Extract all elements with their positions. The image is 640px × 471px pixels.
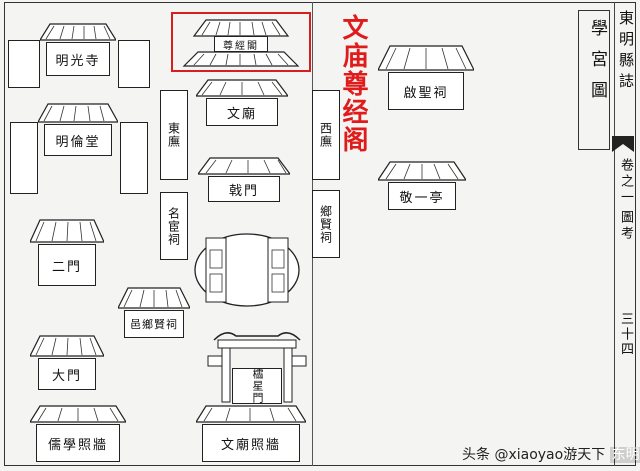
plaque-wenmiao-zhaobi: 文廟照牆 (202, 424, 300, 462)
map-title: 學宮圖 (587, 19, 607, 112)
plaque-lingxing: 櫺星門 (232, 368, 282, 404)
plaque-minglun: 明倫堂 (44, 124, 112, 156)
pavilion-roof-icon (378, 161, 466, 181)
shrine-roof-icon (378, 45, 474, 71)
building-minglun: 明倫堂 (38, 102, 118, 158)
side-wing-right-2 (120, 122, 148, 194)
building-ermen: 二門 (30, 218, 104, 288)
side-wing-left-2 (10, 122, 38, 194)
side-wing-left (8, 40, 40, 88)
pavilion-roof-icon (182, 19, 300, 67)
building-wenmiao: 文廟 (196, 78, 288, 128)
pailou-gate-icon (207, 332, 307, 403)
building-jingyi: 敬一亭 (378, 160, 466, 212)
volume-label: 卷之一 (618, 158, 633, 206)
plaque-mingguang: 明光寺 (46, 42, 110, 76)
plaque-yixiang: 邑鄉賢祠 (124, 310, 184, 338)
round-pool-icon (194, 233, 300, 307)
plaque-xiwu: 西廡 (312, 90, 340, 180)
plaque-wenmiao: 文廟 (206, 98, 278, 126)
building-damen: 大門 (30, 334, 104, 392)
gate-roof-icon (30, 219, 104, 243)
watermark-handle: @xiaoyao游天下 (494, 447, 606, 463)
building-xuezhaobi: 儒學照牆 (30, 404, 126, 464)
watermark-brand: 东明通 (609, 447, 640, 463)
hall-roof-icon (40, 23, 116, 41)
gate-roof-icon (30, 335, 104, 357)
page-frame (4, 2, 636, 466)
shrine-roof-icon (118, 287, 190, 309)
side-wing-right (118, 40, 150, 88)
watermark-prefix: 头条 (462, 447, 490, 463)
building-lingxing: 櫺星門 (206, 326, 308, 406)
panchi-pool (192, 232, 302, 308)
plaque-jingyi: 敬一亭 (388, 182, 456, 210)
plaque-ermen: 二門 (38, 244, 96, 286)
margin-line (614, 2, 615, 466)
plaque-donwu: 東廡 (160, 90, 188, 180)
gate-roof-icon (198, 157, 290, 175)
watermark: 头条 @xiaoyao游天下 东明通 (462, 444, 640, 464)
section-label: 圖考 (618, 210, 633, 242)
building-qisheng: 啟聖祠 (378, 44, 474, 114)
building-jimen: 戟門 (198, 156, 290, 204)
plaque-xuezhaobi: 儒學照牆 (36, 424, 120, 462)
map-title-box: 學宮圖 (578, 10, 610, 150)
hall-roof-icon (196, 79, 288, 97)
building-wenmiao-zhaobi: 文廟照牆 (196, 404, 306, 464)
screen-wall-icon (196, 405, 306, 423)
hall-roof-icon (38, 103, 118, 123)
plaque-minghuan: 名宦祠 (160, 192, 188, 260)
caption-label: 文庙尊经阁 (338, 14, 368, 154)
highlight-box (171, 12, 311, 72)
building-zunjingge: 尊經閣 (176, 14, 306, 72)
plaque-damen: 大門 (38, 358, 96, 390)
plaque-qisheng: 啟聖祠 (388, 72, 464, 110)
plaque-zunjingge: 尊經閣 (214, 36, 268, 52)
fish-tail-mark-icon (612, 136, 634, 152)
book-title: 東明縣誌 (617, 10, 635, 94)
screen-wall-icon (30, 405, 126, 423)
plaque-jimen: 戟門 (208, 176, 280, 202)
page-number: 三十四 (618, 312, 633, 357)
plaque-xiangxian: 鄉賢祠 (312, 190, 340, 258)
building-yixiang: 邑鄉賢祠 (118, 286, 190, 342)
building-mingguang: 明光寺 (40, 22, 116, 78)
